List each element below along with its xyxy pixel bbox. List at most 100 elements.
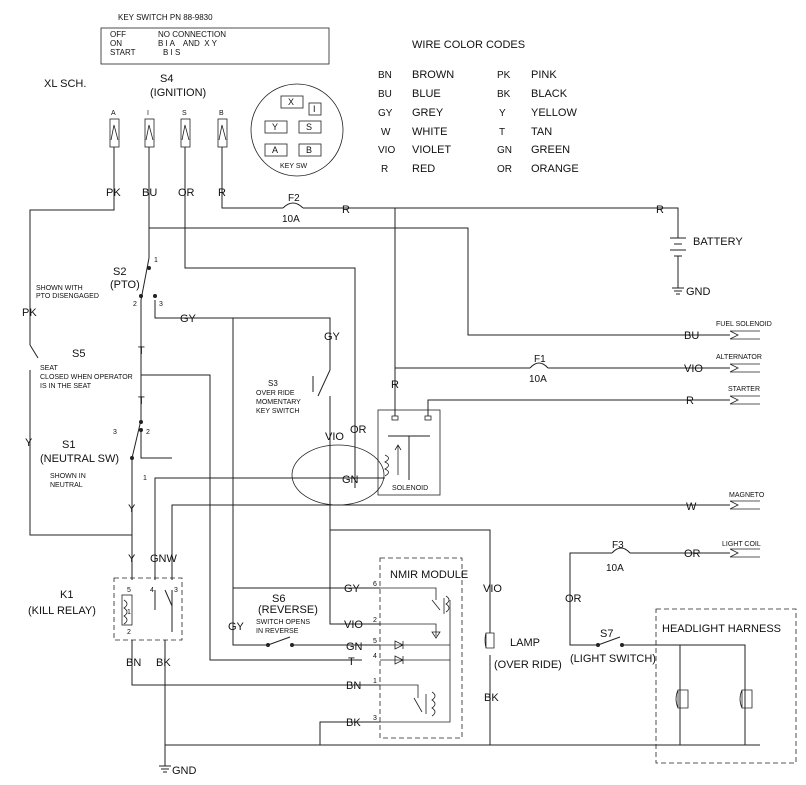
- key-sw-cell-y: Y: [272, 122, 278, 132]
- over-ride-lamp: LAMP (OVER RIDE): [484, 632, 562, 671]
- switch-labels: 1 2 3 S2 (PTO) SHOWN WITH PTO DISENGAGED…: [36, 257, 656, 665]
- s1-name: S1: [62, 439, 75, 451]
- wire-label-r-5: R: [686, 395, 694, 407]
- k1-pin-1: 1: [127, 609, 131, 616]
- headlight-title: HEADLIGHT HARNESS: [662, 623, 781, 635]
- code-r: R: [381, 164, 388, 175]
- s6-name: S6: [272, 593, 285, 605]
- s6-note1: SWITCH OPENS: [256, 619, 310, 626]
- s2-note2: PTO DISENGAGED: [36, 293, 99, 300]
- name-yellow: YELLOW: [531, 107, 577, 119]
- key-sw-cell-i: I: [313, 104, 316, 114]
- connector-light-coil: LIGHT COIL: [722, 541, 761, 548]
- s1-pin-1: 1: [143, 475, 147, 482]
- wire-label-bu-2: BU: [684, 330, 699, 342]
- code-bn: BN: [378, 70, 392, 81]
- s4-desc: (IGNITION): [150, 87, 206, 99]
- s7-desc: (LIGHT SWITCH): [570, 653, 656, 665]
- s7-name: S7: [600, 628, 613, 640]
- s2-pin-2: 2: [133, 301, 137, 308]
- fuse-f1-name: F1: [534, 354, 546, 365]
- s4-ignition-switch: S4 (IGNITION) A I S B: [109, 73, 228, 148]
- starter-solenoid: SOLENOID: [377, 409, 441, 496]
- s1-note1: SHOWN IN: [50, 473, 86, 480]
- name-tan: TAN: [531, 126, 552, 138]
- k1-pin-4: 4: [150, 587, 154, 594]
- nmir-pin-6: 6: [373, 581, 377, 588]
- nmir-pin-4: 4: [373, 653, 377, 660]
- nmir-pin-5: 5: [373, 638, 377, 645]
- code-gy: GY: [378, 108, 393, 119]
- wire-label-gy-2: GY: [324, 331, 341, 343]
- wire-labels: PK BU OR R R R PK GY GY BU T T R VIO R V…: [22, 187, 703, 729]
- k1-pin-2: 2: [127, 629, 131, 636]
- wire-label-y-3: Y: [128, 553, 136, 565]
- s2-pin-3: 3: [159, 301, 163, 308]
- lamp-desc: (OVER RIDE): [494, 659, 562, 671]
- key-switch-row-on-conn: B I A AND X Y: [158, 39, 218, 48]
- k1-pin-3: 3: [174, 587, 178, 594]
- fuse-f2-rating: 10A: [282, 214, 300, 225]
- fuse-f1-rating: 10A: [529, 374, 547, 385]
- connector-magneto: MAGNETO: [729, 492, 765, 499]
- wire-label-or: OR: [178, 187, 195, 199]
- wire-codes-title: WIRE COLOR CODES: [412, 39, 525, 51]
- s4-terminal-i: I: [147, 110, 149, 117]
- key-sw-cell-s: S: [306, 122, 312, 132]
- s2-desc: (PTO): [110, 279, 140, 291]
- s3-name: S3: [268, 379, 278, 388]
- wire-label-vio: VIO: [684, 363, 703, 375]
- name-pink: PINK: [531, 69, 557, 81]
- wire-label-bn: BN: [126, 657, 141, 669]
- key-switch-spec-box: KEY SWITCH PN 88-9830 OFF NO CONNECTION …: [100, 13, 330, 65]
- wire-label-or-4: OR: [565, 593, 582, 605]
- wire-label-or-2: OR: [350, 424, 367, 436]
- kill-relay-k1: 5 4 3 1 2 K1 (KILL RELAY): [28, 577, 183, 641]
- name-orange: ORANGE: [531, 163, 579, 175]
- wire-label-t: T: [138, 345, 145, 357]
- s5-note3: IS IN THE SEAT: [40, 383, 92, 390]
- key-switch-part-number: KEY SWITCH PN 88-9830: [118, 13, 213, 22]
- wire-label-r-2: R: [342, 204, 350, 216]
- solenoid-label: SOLENOID: [392, 485, 428, 492]
- k1-name: K1: [60, 589, 73, 601]
- name-red: RED: [412, 163, 435, 175]
- s5-name: S5: [72, 348, 85, 360]
- s5-note1: SEAT: [40, 365, 58, 372]
- code-bk: BK: [497, 89, 511, 100]
- connector-starter: STARTER: [728, 386, 760, 393]
- fuse-f3-symbol: [611, 547, 631, 554]
- key-switch-row-off-conn: NO CONNECTION: [158, 30, 226, 39]
- wire-label-t-3: T: [348, 656, 355, 668]
- fuse-f2-symbol: [282, 202, 304, 209]
- name-violet: VIOLET: [412, 144, 451, 156]
- wire-label-y-2: Y: [128, 503, 136, 515]
- nmir-pin-3: 3: [373, 715, 377, 722]
- name-blue: BLUE: [412, 88, 441, 100]
- s3-note1: OVER RIDE: [256, 390, 295, 397]
- wire-label-bk: BK: [156, 657, 171, 669]
- s6-desc: (REVERSE): [258, 604, 318, 616]
- bottom-gnd-label: GND: [172, 765, 197, 777]
- s4-terminal-s: S: [182, 110, 187, 117]
- wire-label-or-3: OR: [684, 548, 701, 560]
- wire-label-r-3: R: [656, 204, 664, 216]
- wire-label-bk-2: BK: [484, 692, 499, 704]
- fuses: F2 10A F1 10A F3 10A: [282, 193, 631, 574]
- code-vio: VIO: [378, 145, 395, 156]
- lamp-name: LAMP: [510, 637, 540, 649]
- s4-terminal-a: A: [111, 110, 116, 117]
- fuse-f3-rating: 10A: [606, 563, 624, 574]
- wire-label-gy: GY: [180, 313, 197, 325]
- wire-label-bk-3: BK: [346, 717, 361, 729]
- solenoid-callout-ellipse: [291, 444, 385, 506]
- battery-label: BATTERY: [693, 236, 743, 248]
- fuse-f1-symbol: [529, 362, 549, 369]
- code-t: T: [499, 127, 505, 138]
- s4-name: S4: [160, 73, 173, 85]
- s1-pin-2: 2: [146, 429, 150, 436]
- wire-label-gn: GN: [342, 474, 359, 486]
- fuse-f3-name: F3: [612, 540, 624, 551]
